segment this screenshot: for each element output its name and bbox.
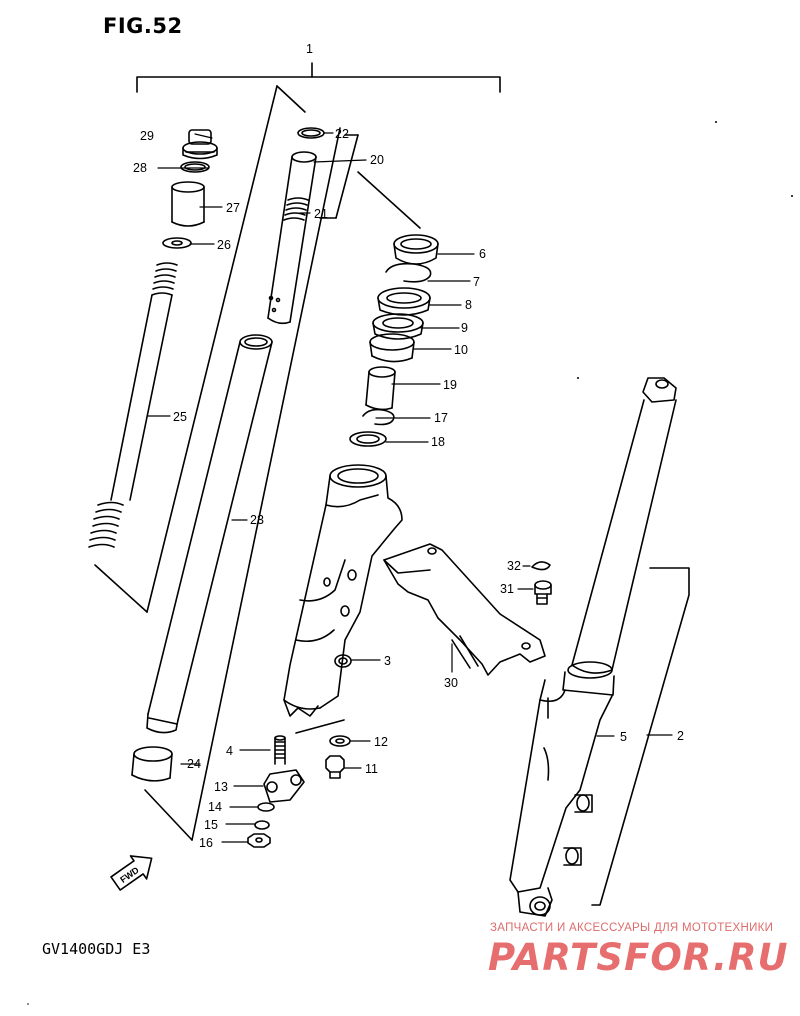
axle-line bbox=[295, 719, 345, 734]
watermark-logo: PARTSFOR.RU bbox=[488, 936, 789, 979]
callout-24: 24 bbox=[187, 757, 201, 771]
figure-title: FIG.52 bbox=[103, 14, 183, 38]
callout-29: 29 bbox=[140, 129, 154, 143]
callout-31: 31 bbox=[500, 582, 514, 596]
callout-26: 26 bbox=[217, 238, 231, 252]
part-3-outer-tube bbox=[283, 464, 403, 717]
callout-4: 4 bbox=[226, 744, 233, 758]
part-6-dust-seal bbox=[393, 234, 439, 265]
part-7-circlip bbox=[385, 262, 432, 283]
fwd-arrow-icon: FWD bbox=[110, 855, 153, 891]
part-11-drain-bolt bbox=[325, 755, 345, 779]
part-26-washer bbox=[162, 237, 192, 249]
part-15-lockwasher bbox=[254, 820, 270, 830]
callout-18: 18 bbox=[431, 435, 445, 449]
callout-23: 23 bbox=[250, 513, 264, 527]
leader-lines bbox=[147, 132, 673, 843]
callout-27: 27 bbox=[226, 201, 240, 215]
assembly-bracket-1 bbox=[136, 62, 501, 93]
part-18-washer bbox=[349, 431, 387, 447]
part-27-spacer bbox=[171, 181, 205, 227]
callout-13: 13 bbox=[214, 780, 228, 794]
part-28-o-ring bbox=[180, 161, 210, 173]
callout-7: 7 bbox=[473, 275, 480, 289]
part-12-washer bbox=[329, 735, 351, 747]
part-9-oil-seal bbox=[372, 313, 424, 340]
callout-labels: 1 2 3 4 5 6 7 8 9 10 11 12 13 14 15 16 1… bbox=[133, 42, 684, 850]
callout-11: 11 bbox=[365, 762, 378, 776]
callout-17: 17 bbox=[434, 411, 448, 425]
callout-12: 12 bbox=[374, 735, 388, 749]
part-13-holder bbox=[263, 769, 305, 803]
group-boundary-right bbox=[357, 171, 421, 229]
svg-text:FWD: FWD bbox=[118, 865, 141, 885]
part-24-bushing bbox=[131, 746, 173, 782]
part-17-circlip bbox=[362, 408, 395, 426]
part-31-bolt bbox=[534, 580, 552, 605]
part-25-fork-spring bbox=[88, 262, 178, 548]
callout-16: 16 bbox=[199, 836, 213, 850]
part-23-inner-tube bbox=[146, 334, 273, 734]
callout-3: 3 bbox=[384, 654, 391, 668]
callout-21: 21 bbox=[314, 207, 328, 221]
callout-2: 2 bbox=[677, 729, 684, 743]
callout-25: 25 bbox=[173, 410, 187, 424]
callout-15: 15 bbox=[204, 818, 218, 832]
part-29-cap-bolt bbox=[182, 129, 218, 160]
part-10-bushing bbox=[369, 333, 415, 363]
callout-19: 19 bbox=[443, 378, 457, 392]
model-code: GV1400GDJ E3 bbox=[42, 940, 151, 958]
callout-20: 20 bbox=[370, 153, 384, 167]
watermark-tagline: ЗАПЧАСТИ И АКСЕССУАРЫ ДЛЯ МОТОТЕХНИКИ bbox=[490, 922, 774, 934]
callout-6: 6 bbox=[479, 247, 486, 261]
callout-10: 10 bbox=[454, 343, 468, 357]
callout-30: 30 bbox=[444, 676, 458, 690]
scan-specks bbox=[27, 121, 793, 1005]
callout-32: 32 bbox=[507, 559, 521, 573]
part-4-stud bbox=[274, 735, 286, 765]
callout-9: 9 bbox=[461, 321, 468, 335]
part-19-bushing bbox=[365, 366, 396, 411]
callout-5: 5 bbox=[620, 730, 627, 744]
callout-8: 8 bbox=[465, 298, 472, 312]
callout-28: 28 bbox=[133, 161, 147, 175]
callout-14: 14 bbox=[208, 800, 222, 814]
part-2-fork-assembly bbox=[509, 377, 677, 917]
callout-1: 1 bbox=[306, 42, 313, 56]
part-21-damper-rod bbox=[267, 151, 317, 325]
part-14-washer bbox=[257, 802, 275, 812]
part-30-fork-brace bbox=[383, 543, 546, 676]
group-boundary-left bbox=[94, 85, 359, 841]
part-16-nut bbox=[247, 833, 271, 848]
assembly-bracket-2 bbox=[591, 567, 690, 906]
callout-22: 22 bbox=[335, 127, 349, 141]
part-32-cap bbox=[531, 561, 551, 571]
part-8-washer bbox=[377, 287, 431, 316]
